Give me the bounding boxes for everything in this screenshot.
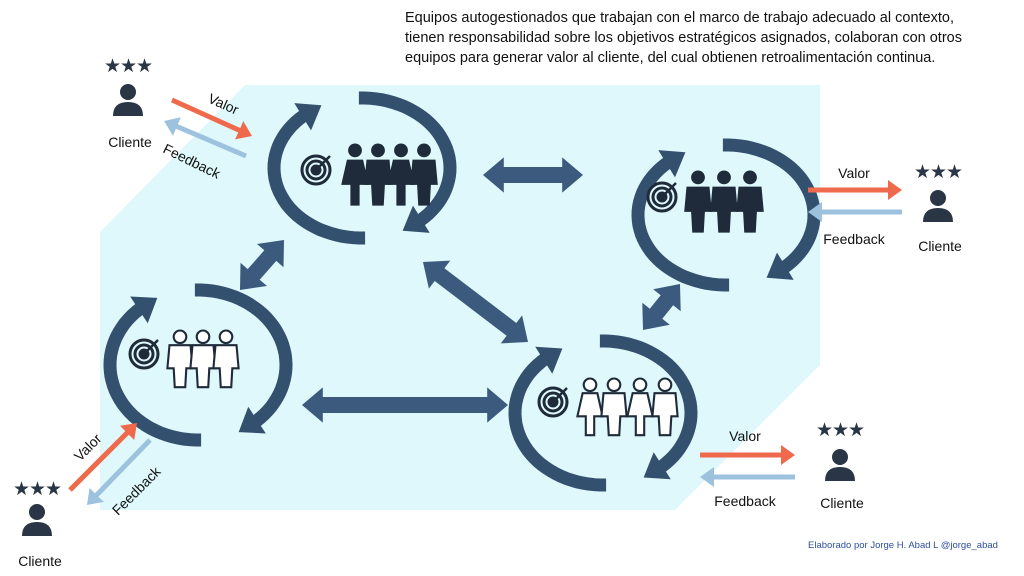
cycle-arrow: [103, 296, 202, 447]
feedback-arrow: [87, 438, 152, 505]
customer-icon: [113, 84, 143, 116]
customer-icon: [22, 504, 52, 536]
team-member-icon: [212, 329, 240, 389]
team-member-icon: [600, 377, 628, 437]
team-member-icon: [410, 143, 438, 206]
rating-stars: ★★★: [914, 161, 962, 183]
rating-stars: ★★★: [816, 419, 864, 441]
team-3: [103, 283, 293, 447]
cycle-arrow: [194, 283, 293, 434]
team-member-icon: [341, 143, 369, 206]
description-line: equipos para generar valor al cliente, d…: [405, 50, 936, 66]
collaboration-arrow: [642, 284, 681, 330]
valor-arrow: [68, 423, 137, 492]
team-member-icon: [710, 170, 738, 233]
team-member-icon: [736, 170, 764, 233]
customer-bottom-right: ★★★ Cliente Valor Feedback: [714, 419, 865, 511]
collaboration-arrow: [302, 387, 508, 423]
customer-right: ★★★ Cliente Valor Feedback: [823, 161, 963, 254]
collaboration-arrow: [240, 240, 284, 290]
cycle-arrow: [358, 91, 457, 233]
customer-icon: [923, 190, 953, 222]
description-line: Equipos autogestionados que trabajan con…: [405, 10, 954, 26]
cycle-arrow: [508, 346, 607, 492]
valor-arrow: [808, 180, 902, 200]
cycle-arrow: [599, 334, 698, 480]
customer-label: Cliente: [820, 495, 864, 511]
rating-stars: ★★★: [104, 55, 152, 77]
description-text: Equipos autogestionados que trabajan con…: [405, 8, 1020, 68]
feedback-label: Feedback: [823, 231, 885, 247]
customer-label: Cliente: [918, 238, 962, 254]
team-member-icon: [576, 377, 604, 437]
collaboration-arrow: [423, 260, 528, 344]
team-1: [267, 91, 457, 245]
team-member-icon: [364, 143, 392, 206]
customer-icon: [825, 449, 855, 481]
collaboration-arrow: [483, 157, 583, 193]
cycle-arrow: [631, 150, 730, 292]
feedback-label: Feedback: [714, 493, 776, 509]
valor-arrow: [700, 445, 795, 465]
rating-stars: ★★★: [13, 478, 61, 500]
team-2: [631, 138, 821, 292]
feedback-arrow: [808, 202, 902, 222]
credit-text: Elaborado por Jorge H. Abad L @jorge_aba…: [808, 540, 998, 551]
customer-label: Cliente: [108, 134, 152, 150]
customer-label: Cliente: [18, 553, 62, 569]
team-member-icon: [387, 143, 415, 206]
description-line: tienen responsabilidad sobre los objetiv…: [405, 30, 962, 46]
valor-label: Valor: [729, 428, 761, 444]
team-member-icon: [651, 377, 679, 437]
target-icon: [537, 386, 569, 418]
team-member-icon: [684, 170, 712, 233]
target-icon: [300, 154, 332, 186]
feedback-arrow: [164, 117, 247, 159]
cycle-arrow: [267, 103, 366, 245]
target-icon: [646, 181, 678, 213]
feedback-arrow: [700, 467, 795, 487]
cycle-arrow: [722, 138, 821, 280]
target-icon: [128, 338, 160, 370]
team-member-icon: [626, 377, 654, 437]
team-4: [508, 334, 698, 492]
valor-arrow: [171, 97, 252, 140]
valor-label: Valor: [838, 165, 870, 181]
